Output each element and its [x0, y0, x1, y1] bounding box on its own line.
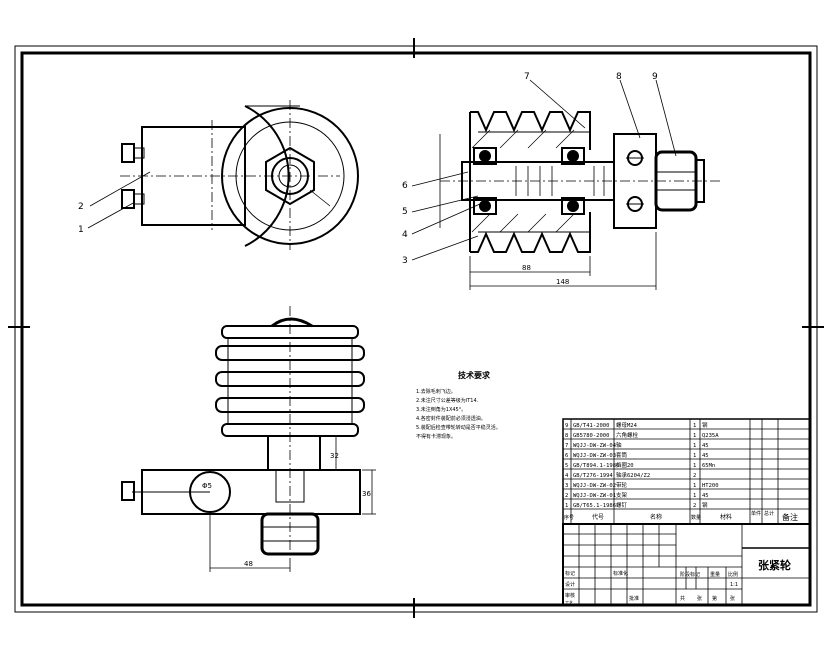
- sheet-di: 第: [712, 595, 717, 602]
- bom-cell-code: WQJJ-DW-ZW-03: [573, 453, 616, 459]
- bom-cell-name: 支架: [616, 491, 628, 499]
- bom-cell-no: 4: [565, 473, 569, 479]
- dim-bottom-dia: Φ5: [202, 482, 212, 490]
- label-approve: 批准: [629, 595, 639, 602]
- bom-header-seq: 序号: [564, 514, 574, 521]
- tech-req-line: 不得有卡滞现象。: [416, 433, 456, 440]
- bom-cell-no: 9: [565, 423, 568, 429]
- bom-cell-qty: 1: [693, 423, 696, 429]
- title-block: [562, 523, 811, 606]
- bom-header-total: 总计: [764, 510, 774, 517]
- sign-weight: 重量: [710, 571, 720, 578]
- bom-cell-qty: 1: [693, 433, 696, 439]
- part-name: 张紧轮: [758, 558, 791, 572]
- tech-req-line: 1.去除毛刺飞边。: [416, 388, 456, 395]
- bom-cell-material: Q235A: [702, 433, 719, 439]
- label-process: 工艺: [565, 600, 573, 605]
- bom-cell-name: 螺母M24: [616, 421, 638, 429]
- bom-cell-no: 2: [565, 493, 568, 499]
- tech-req-title: 技术要求: [458, 370, 491, 380]
- bom-cell-material: 45: [702, 453, 709, 459]
- dim-section-88: 88: [522, 264, 531, 272]
- bom-cell-code: WQJJ-DW-ZW-04: [573, 443, 617, 449]
- sheet-zhang-1: 张: [697, 595, 702, 602]
- bom-cell-qty: 1: [693, 443, 696, 449]
- bom-cell-code: GB/T894.1-1986: [573, 463, 619, 469]
- tech-req-line: 2.未注尺寸公差等级为IT14.: [416, 397, 479, 404]
- bom-cell-qty: 1: [693, 483, 696, 489]
- bom-cell-code: GB/T276-1994: [573, 473, 613, 479]
- tech-req-line: 4.各密封件装配前必须浸透油。: [416, 415, 486, 422]
- balloon-1: 1: [78, 225, 84, 235]
- bom-cell-qty: 1: [693, 493, 696, 499]
- label-design: 设计: [565, 581, 575, 588]
- balloon-7: 7: [524, 72, 530, 82]
- bom-cell-no: 1: [565, 503, 568, 509]
- tech-req-line: 5.装配后检查带轮转动是否平稳灵活。: [416, 424, 501, 431]
- technical-requirements: 技术要求 1.去除毛刺飞边。 2.未注尺寸公差等级为IT14. 3.未注倒角为1…: [416, 370, 501, 440]
- bom-cell-no: 6: [565, 453, 568, 459]
- bom-cell-material: 钢: [702, 421, 708, 429]
- bom-header-remarks: 备注: [782, 512, 798, 522]
- sheet-zhang-2: 张: [730, 595, 735, 602]
- dim-bottom-48: 48: [244, 560, 253, 568]
- bom-header-name: 名称: [650, 513, 662, 521]
- bom-cell-code: WQJJ-DW-ZW-02: [573, 483, 616, 489]
- bom-cell-code: GB5780-2000: [573, 433, 609, 439]
- balloon-9: 9: [652, 72, 658, 82]
- balloon-8: 8: [616, 72, 622, 82]
- label-mark: 标记: [565, 570, 575, 577]
- bom-header-material: 材料: [720, 513, 732, 521]
- label-review: 审核: [565, 592, 575, 599]
- bom-header-unit: 单件: [751, 510, 761, 517]
- balloon-2: 2: [78, 202, 84, 212]
- bottom-view: [121, 306, 376, 572]
- bom-cell-material: 钢: [702, 501, 708, 509]
- bill-of-materials: [562, 418, 811, 525]
- left-view: [87, 100, 359, 250]
- label-standard: 标准化: [613, 570, 628, 577]
- bom-header-qty: 数量: [691, 514, 701, 521]
- sheet-gong: 共: [680, 595, 685, 602]
- sign-stage: 阶段标记: [680, 571, 700, 578]
- dim-bottom-32: 32: [330, 452, 339, 460]
- dim-bottom-36: 36: [362, 490, 371, 498]
- bom-cell-material: 45: [702, 493, 709, 499]
- bom-cell-qty: 2: [693, 473, 696, 479]
- balloon-5: 5: [402, 207, 408, 217]
- bom-cell-qty: 1: [693, 463, 696, 469]
- bom-cell-name: 套筒: [616, 451, 628, 459]
- bom-cell-no: 7: [565, 443, 568, 449]
- dim-section-148: 148: [556, 278, 569, 286]
- balloon-3: 3: [402, 256, 408, 266]
- bom-cell-name: 带轮: [616, 481, 628, 489]
- bom-cell-name: 轴: [616, 441, 622, 449]
- sheet-frame: [8, 38, 824, 618]
- bom-cell-material: HT200: [702, 483, 719, 489]
- bom-cell-name: 轴承6204/Z2: [616, 471, 650, 479]
- bom-cell-material: 45: [702, 443, 709, 449]
- bom-cell-material: 65Mn: [702, 463, 715, 469]
- bom-cell-qty: 2: [693, 503, 696, 509]
- bom-cell-name: 挡圈20: [616, 461, 634, 469]
- bom-cell-qty: 1: [693, 453, 696, 459]
- scale-value: 1:1: [730, 582, 738, 588]
- bom-cell-no: 3: [565, 483, 568, 489]
- bom-cell-name: 六角螺栓: [616, 431, 639, 439]
- bom-cell-no: 5: [565, 463, 568, 469]
- balloon-4: 4: [402, 230, 408, 240]
- bom-cell-code: WQJJ-DW-ZW-01: [573, 493, 616, 499]
- section-view: [411, 79, 720, 290]
- balloon-6: 6: [402, 181, 408, 191]
- bom-cell-no: 8: [565, 433, 568, 439]
- tech-req-line: 3.未注倒角为1X45°。: [416, 406, 466, 413]
- sign-scale: 比例: [728, 571, 738, 578]
- bom-cell-code: GB/T41-2000: [573, 423, 609, 429]
- bom-header-code: 代号: [592, 513, 604, 521]
- bom-cell-code: GB/T65.1-1986: [573, 503, 616, 509]
- bom-cell-name: 螺钉: [616, 501, 628, 509]
